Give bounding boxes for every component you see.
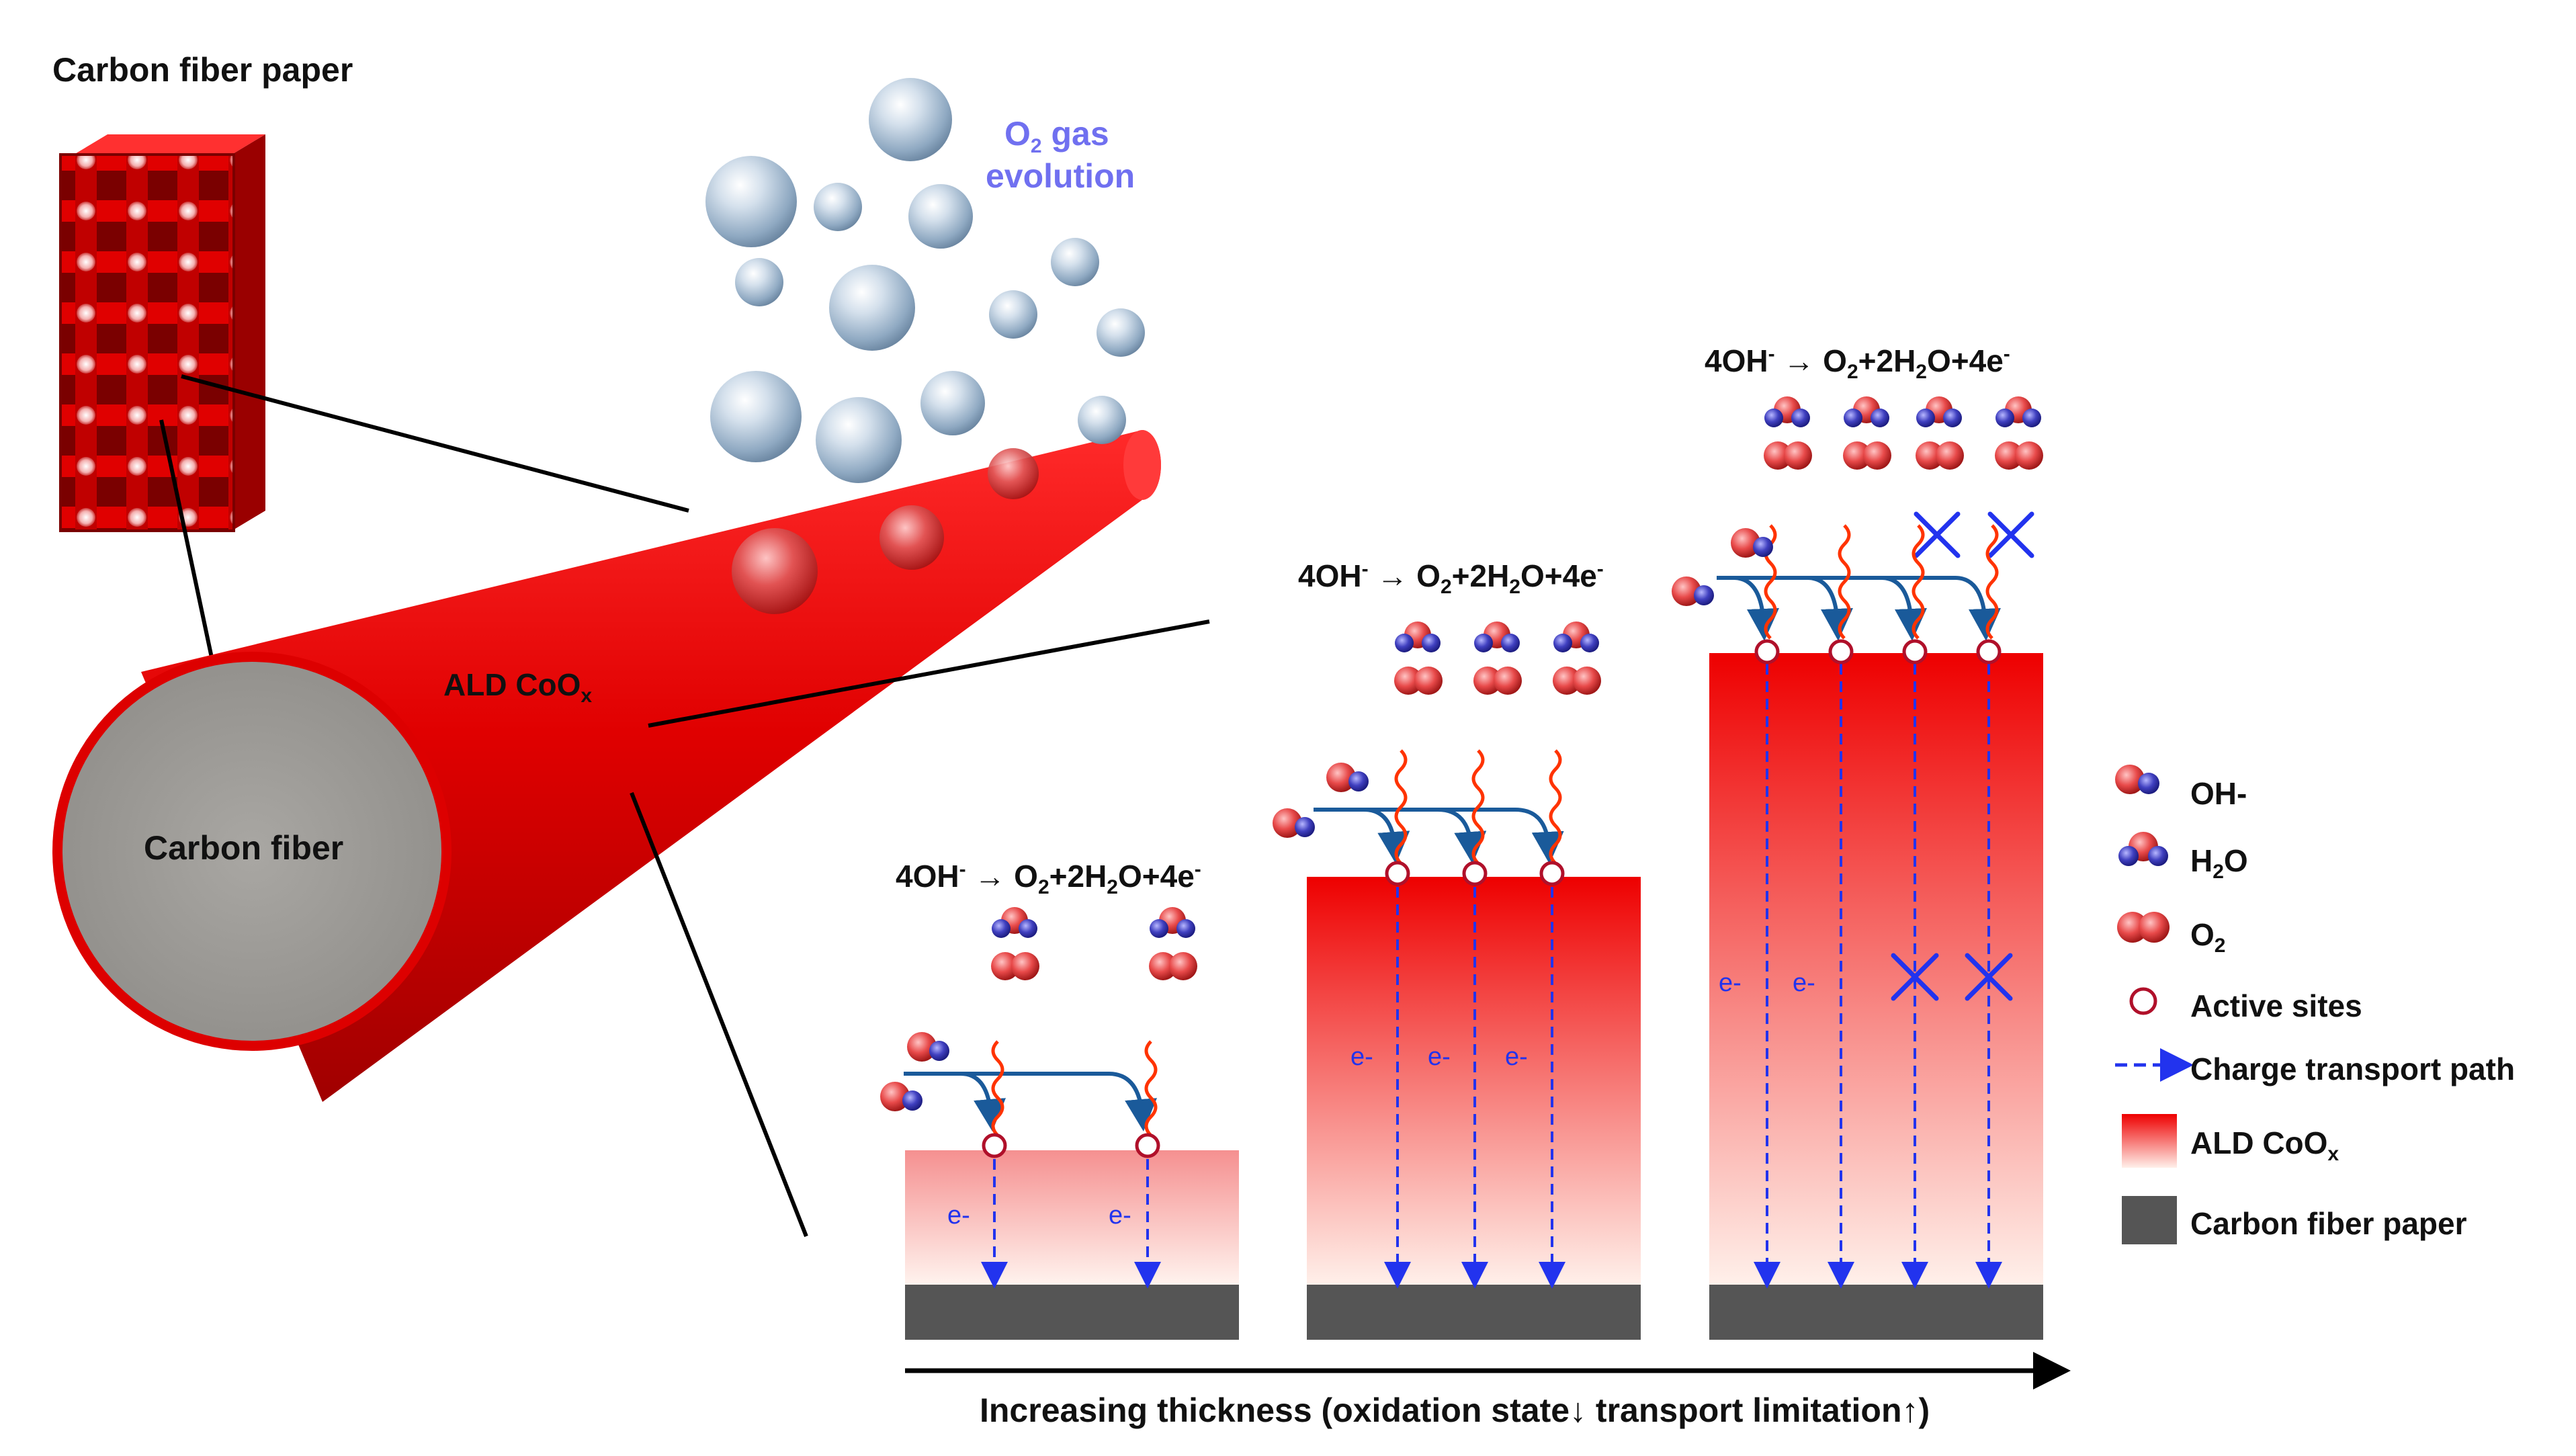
- eq-sub-2: 2: [1509, 576, 1520, 599]
- panel-thick: [1709, 653, 2043, 1340]
- blocked-transport-marks: [1891, 511, 2034, 1001]
- legend-o2-label: O2: [2190, 916, 2225, 957]
- eq-sup-2: -: [2003, 343, 2010, 366]
- legend-item-charge-path: Charge transport path: [2110, 1041, 2540, 1095]
- legend-item-active-sites: Active sites: [2110, 978, 2540, 1032]
- reaction-equation-medium: 4OH- → O2+2H2O+4e-: [1298, 558, 1604, 599]
- legend-h2o-symbol: [2118, 832, 2168, 866]
- eq-arrow: → O: [965, 859, 1038, 894]
- legend-item-cfp: Carbon fiber paper: [2110, 1196, 2540, 1250]
- panel-thin: [905, 1150, 1239, 1340]
- eq-part3: O+4e: [1926, 343, 2004, 378]
- eq-part1: 4OH: [1298, 558, 1362, 593]
- zoom-line-3: [648, 619, 1210, 728]
- legend-o2-symbol: [2117, 912, 2170, 943]
- legend-h2o-suffix: O: [2223, 843, 2248, 878]
- oh-molecules: [880, 528, 1773, 1111]
- legend-charge-path-label: Charge transport path: [2190, 1052, 2516, 1086]
- eq-sub-1: 2: [1846, 361, 1858, 384]
- ald-coox-label: ALD CoOx: [443, 667, 592, 708]
- ald-coox-sub: x: [581, 685, 593, 708]
- eq-part2: +2H: [1049, 859, 1107, 894]
- zoom-line-1: [181, 374, 689, 513]
- product-molecules: [991, 396, 2043, 980]
- electron-label: e-: [1350, 1043, 1373, 1071]
- o2-gas-suffix: gas: [1041, 115, 1109, 153]
- legend-ald-symbol: [2122, 1114, 2177, 1168]
- eq-sup-1: -: [1361, 558, 1369, 581]
- eq-part3: O+4e: [1520, 558, 1597, 593]
- eq-part3: O+4e: [1117, 859, 1195, 894]
- legend-h2o-prefix: H: [2190, 843, 2213, 878]
- legend-symbols: [2115, 765, 2194, 1244]
- eq-sup-1: -: [959, 858, 966, 881]
- legend-item-ald: ALD CoOx: [2110, 1115, 2540, 1169]
- axis-caption: Increasing thickness (oxidation state↓ t…: [980, 1391, 1930, 1429]
- eq-sup-1: -: [1768, 343, 1775, 366]
- eq-arrow: → O: [1774, 343, 1847, 378]
- eq-part2: +2H: [1451, 558, 1510, 593]
- o2-gas-prefix: O: [1004, 115, 1031, 153]
- legend-ald-label: ALD CoOx: [2190, 1125, 2339, 1166]
- carbon-substrate-medium: [1307, 1285, 1641, 1340]
- carbon-fiber-label: Carbon fiber: [144, 829, 344, 867]
- eq-arrow: → O: [1368, 558, 1441, 593]
- legend-h2o-label: H2O: [2190, 843, 2248, 884]
- electron-label: e-: [1719, 969, 1742, 997]
- eq-sup-2: -: [1194, 858, 1201, 881]
- coated-carbon-fiber: [52, 430, 1161, 1102]
- electron-label: e-: [1109, 1201, 1131, 1230]
- reaction-equation-thin: 4OH- → O2+2H2O+4e-: [896, 858, 1201, 899]
- carbon-fiber-core: [62, 662, 441, 1041]
- carbon-fiber-paper-block: [59, 134, 265, 532]
- legend-o2-prefix: O: [2190, 917, 2215, 952]
- evolution-label: evolution: [986, 157, 1135, 195]
- reaction-equation-thick: 4OH- → O2+2H2O+4e-: [1705, 343, 2010, 384]
- o2-bubbles: [705, 78, 1145, 614]
- carbon-substrate-thin: [905, 1285, 1239, 1340]
- legend-item-h2o: H2O: [2110, 833, 2540, 887]
- legend-item-o2: O2: [2110, 907, 2540, 961]
- legend-active-sites-label: Active sites: [2190, 988, 2362, 1023]
- legend-item-oh: OH-: [2110, 766, 2540, 820]
- legend-ald-sub: x: [2327, 1143, 2339, 1166]
- active-sites: [982, 639, 2002, 1158]
- ald-layer-thick: [1709, 653, 2043, 1285]
- eq-sup-2: -: [1596, 558, 1604, 581]
- process-arrows: [904, 576, 2001, 1131]
- legend-o2-sub: 2: [2214, 935, 2226, 957]
- carbon-fiber-paper-title: Carbon fiber paper: [52, 51, 353, 89]
- legend-h2o-sub: 2: [2213, 861, 2224, 884]
- carbon-substrate-thick: [1709, 1285, 2043, 1340]
- eq-part2: +2H: [1858, 343, 1916, 378]
- o2-gas-label: O2 gas: [1004, 114, 1109, 158]
- electron-label: e-: [947, 1201, 970, 1230]
- eq-sub-2: 2: [1107, 876, 1118, 899]
- eq-part1: 4OH: [1705, 343, 1768, 378]
- eq-sub-1: 2: [1440, 576, 1452, 599]
- eq-sub-2: 2: [1916, 361, 1927, 384]
- legend-oh-label: OH-: [2190, 776, 2247, 811]
- ald-coox-prefix: ALD CoO: [443, 667, 581, 702]
- eq-part1: 4OH: [896, 859, 959, 894]
- charge-transport-paths: [981, 664, 2002, 1289]
- legend-active-site-symbol: [2129, 987, 2157, 1015]
- electron-label: e-: [1505, 1043, 1528, 1071]
- electron-label: e-: [1793, 969, 1815, 997]
- legend-cfp-symbol: [2122, 1196, 2177, 1244]
- o2-gas-sub: 2: [1030, 135, 1042, 157]
- legend-ald-prefix: ALD CoO: [2190, 1125, 2328, 1160]
- eq-sub-1: 2: [1037, 876, 1049, 899]
- ald-layer-thin: [905, 1150, 1239, 1285]
- electron-label: e-: [1428, 1043, 1451, 1071]
- zoom-line-4: [630, 791, 808, 1238]
- legend-oh-symbol: [2115, 765, 2159, 794]
- legend-cfp-label: Carbon fiber paper: [2190, 1206, 2467, 1241]
